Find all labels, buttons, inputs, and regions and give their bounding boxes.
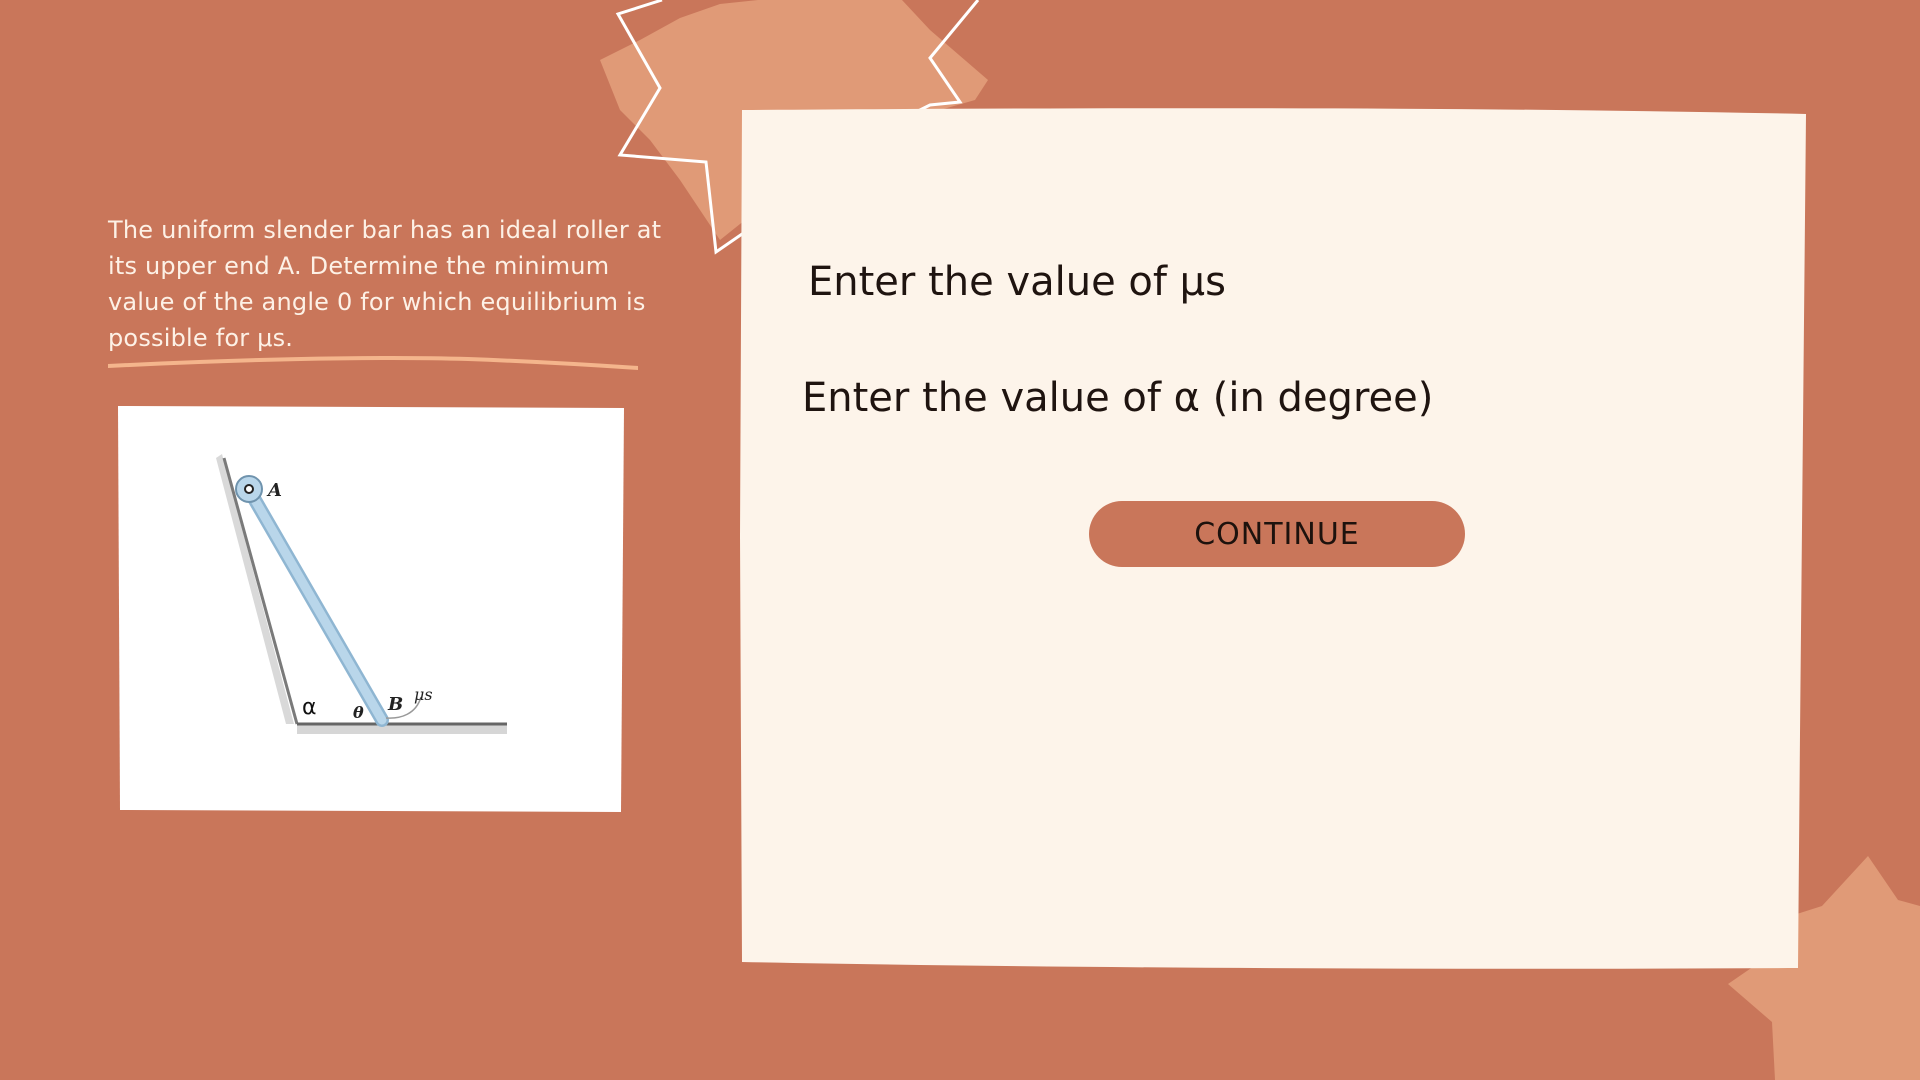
label-B: B bbox=[387, 694, 403, 715]
inclined-wall bbox=[216, 454, 294, 724]
ground-surface bbox=[297, 724, 507, 734]
label-alpha: α bbox=[302, 695, 317, 720]
label-theta: θ bbox=[353, 703, 364, 722]
underline-stroke bbox=[108, 355, 638, 370]
continue-button[interactable]: CONTINUE bbox=[1089, 501, 1465, 567]
prompt-alpha-label[interactable]: Enter the value of α (in degree) bbox=[802, 375, 1434, 421]
friction-arc bbox=[385, 696, 422, 719]
prompt-mu-label[interactable]: Enter the value of μs bbox=[808, 259, 1226, 305]
decorative-star-bottom bbox=[1728, 856, 1920, 1080]
problem-figure: A B α θ μs bbox=[118, 406, 624, 812]
label-A: A bbox=[266, 480, 282, 501]
problem-statement: The uniform slender bar has an ideal rol… bbox=[108, 216, 662, 352]
label-mu: μs bbox=[414, 685, 433, 704]
